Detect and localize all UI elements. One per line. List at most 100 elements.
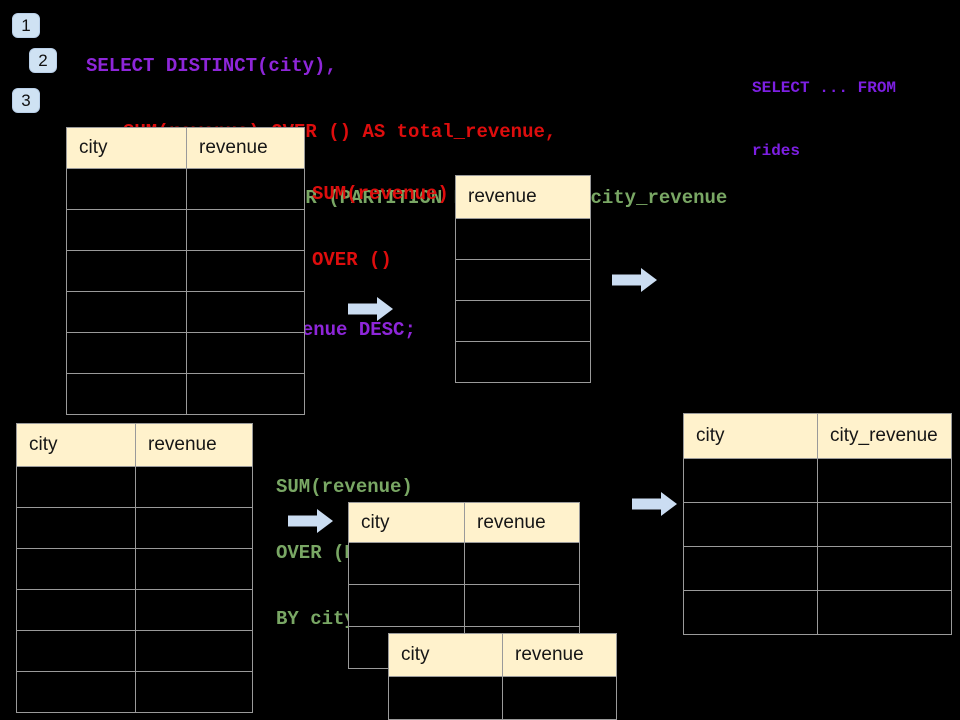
table-row: [349, 543, 579, 584]
right-arrow-icon: [348, 297, 393, 321]
table-row: [17, 549, 252, 589]
table-cell: [503, 677, 616, 719]
table-cell: [136, 467, 252, 507]
table-cell: [456, 342, 590, 382]
table-row: [17, 590, 252, 630]
right-arrow-icon: [632, 492, 677, 516]
table-cell: [17, 631, 135, 671]
annotation-total-revenue: SUM(revenue) OVER (): [312, 139, 449, 315]
table-cell: [465, 543, 579, 584]
table-row: [17, 467, 252, 507]
table-cell: [187, 292, 304, 332]
table-cell: [818, 459, 951, 502]
annotation-line: SUM(revenue): [276, 476, 413, 498]
side-note-line: SELECT ... FROM: [752, 79, 897, 97]
table-cell: [187, 333, 304, 373]
annotation-line: SUM(revenue): [312, 183, 449, 205]
column-header: revenue: [465, 503, 579, 542]
table-cell: [17, 549, 135, 589]
table-cell: [465, 585, 579, 626]
table-cell: [67, 251, 186, 291]
annotation-line: OVER (): [312, 249, 392, 271]
table-cell: [684, 503, 817, 546]
table-cell: [67, 333, 186, 373]
table-row: [684, 503, 951, 546]
side-note: SELECT ... FROM rides: [752, 36, 896, 204]
table-cell: [349, 585, 464, 626]
column-header: city: [17, 424, 135, 466]
table-row: [67, 374, 304, 414]
table-cell: [349, 543, 464, 584]
table-cell: [17, 590, 135, 630]
table-cell: [818, 547, 951, 590]
table-cell: [187, 210, 304, 250]
side-note-line: rides: [752, 142, 801, 160]
table-cell: [67, 292, 186, 332]
step-badge-2: 2: [29, 48, 57, 73]
table-cell: [136, 631, 252, 671]
table-row: [67, 251, 304, 291]
table-row: [684, 459, 951, 502]
table-total-revenue-result: revenue: [455, 175, 591, 383]
table-cell: [17, 467, 135, 507]
column-header: city_revenue: [818, 414, 951, 458]
table-cell: [456, 301, 590, 341]
table-header-row: revenue: [456, 176, 590, 218]
column-header: city: [67, 128, 186, 168]
table-cell: [684, 459, 817, 502]
step-badge-3: 3: [12, 88, 40, 113]
table-row: [17, 672, 252, 712]
table-row: [389, 677, 616, 719]
sql-line-select: SELECT DISTINCT(city),: [86, 55, 337, 77]
table-cell: [136, 508, 252, 548]
table-row: [67, 333, 304, 373]
table-row: [456, 301, 590, 341]
table-row: [67, 292, 304, 332]
table-cell: [187, 251, 304, 291]
table-cell: [67, 169, 186, 209]
table-cell: [389, 677, 502, 719]
table-cell: [136, 672, 252, 712]
table-cell: [67, 210, 186, 250]
table-cell: [187, 374, 304, 414]
table-cell: [67, 374, 186, 414]
table-cell: [136, 549, 252, 589]
table-cell: [818, 591, 951, 634]
table-row: [456, 342, 590, 382]
table-cell: [17, 672, 135, 712]
table-cell: [456, 219, 590, 259]
table-cell: [456, 260, 590, 300]
table-row: [456, 260, 590, 300]
table-row: [684, 591, 951, 634]
column-header: city: [389, 634, 502, 676]
column-header: revenue: [187, 128, 304, 168]
right-arrow-icon: [612, 268, 657, 292]
table-row: [67, 210, 304, 250]
column-header: city: [684, 414, 817, 458]
table-row: [684, 547, 951, 590]
column-header: revenue: [503, 634, 616, 676]
table-row: [67, 169, 304, 209]
table-row: [17, 508, 252, 548]
table-row: [456, 219, 590, 259]
table-cell: [684, 547, 817, 590]
column-header: revenue: [136, 424, 252, 466]
step-badge-1: 1: [12, 13, 40, 38]
right-arrow-icon: [288, 509, 333, 533]
table-row: [349, 585, 579, 626]
table-cell: [684, 591, 817, 634]
table-cell: [136, 590, 252, 630]
table-cell: [818, 503, 951, 546]
column-header: city: [349, 503, 464, 542]
column-header: revenue: [456, 176, 590, 218]
